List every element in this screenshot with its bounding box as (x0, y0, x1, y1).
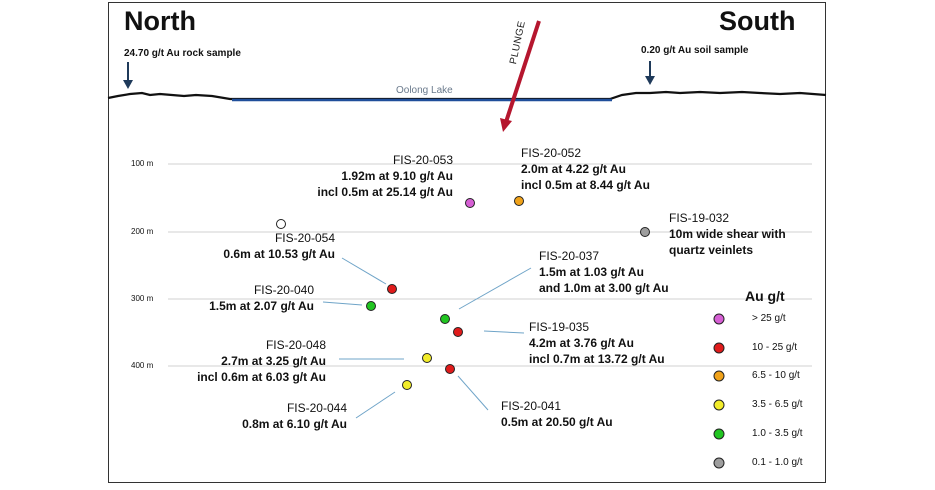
soil-sample-arrow (645, 61, 655, 85)
depth-label-200: 200 m (131, 227, 154, 236)
legend-title: Au g/t (745, 288, 785, 304)
label-fis-20-041: FIS-20-041 0.5m at 20.50 g/t Au (501, 398, 613, 430)
intercept-line: incl 0.7m at 13.72 g/t Au (529, 352, 665, 366)
marker-empty (276, 219, 286, 229)
leader-fis-20-054 (341, 257, 387, 285)
section-frame (108, 2, 826, 483)
legend-swatch-0.1-1.0 (713, 457, 725, 469)
intercept-line: 0.6m at 10.53 g/t Au (223, 247, 335, 261)
south-label: South (719, 6, 796, 36)
marker-fis-20-052 (514, 196, 524, 206)
hole-id: FIS-20-040 (253, 283, 314, 297)
leader-fis-20-037 (458, 267, 532, 310)
plunge-arrow (500, 20, 541, 132)
hole-id: FIS-20-044 (286, 401, 347, 415)
legend-label: 6.5 - 10 g/t (752, 370, 800, 381)
label-fis-19-032: FIS-19-032 10m wide shear with quartz ve… (669, 210, 786, 258)
leader-fis-19-035 (483, 330, 525, 334)
topography-line (107, 90, 827, 101)
marker-fis-20-044 (402, 380, 412, 390)
intercept-line: 0.5m at 20.50 g/t Au (501, 415, 613, 429)
hole-id: FIS-20-052 (521, 146, 582, 160)
label-fis-20-054: FIS-20-054 0.6m at 10.53 g/t Au (223, 230, 335, 262)
legend-swatch-10-25 (713, 342, 725, 354)
legend-label: 3.5 - 6.5 g/t (752, 399, 803, 410)
intercept-line: 2.0m at 4.22 g/t Au (521, 162, 626, 176)
hole-id: FIS-19-035 (529, 320, 590, 334)
intercept-line: 0.8m at 6.10 g/t Au (242, 417, 347, 431)
leader-fis-20-041 (457, 375, 489, 411)
hole-id: FIS-20-041 (501, 399, 562, 413)
north-label: North (124, 6, 196, 36)
intercept-line: 4.2m at 3.76 g/t Au (529, 336, 634, 350)
rock-sample-arrow (123, 62, 133, 89)
legend-swatch-1.0-3.5 (713, 428, 725, 440)
legend-label: 0.1 - 1.0 g/t (752, 457, 803, 468)
depth-label-400: 400 m (131, 361, 154, 370)
rock-sample-label: 24.70 g/t Au rock sample (124, 48, 241, 59)
legend-swatch-6.5-10 (713, 370, 725, 382)
legend-label: 1.0 - 3.5 g/t (752, 428, 803, 439)
marker-fis-19-032 (640, 227, 650, 237)
intercept-line: incl 0.5m at 25.14 g/t Au (317, 185, 453, 199)
intercept-line: and 1.0m at 3.00 g/t Au (539, 281, 669, 295)
marker-fis-20-048 (422, 353, 432, 363)
intercept-line: 10m wide shear with (669, 227, 786, 241)
intercept-line: 2.7m at 3.25 g/t Au (221, 354, 326, 368)
intercept-line: incl 0.6m at 6.03 g/t Au (197, 370, 326, 384)
legend-swatch-gt25 (713, 313, 725, 325)
hole-id: FIS-20-037 (539, 249, 600, 263)
label-fis-19-035: FIS-19-035 4.2m at 3.76 g/t Au incl 0.7m… (529, 319, 665, 367)
legend-swatch-3.5-6.5 (713, 399, 725, 411)
legend-label: > 25 g/t (752, 313, 786, 324)
intercept-line: 1.5m at 1.03 g/t Au (539, 265, 644, 279)
label-fis-20-048: FIS-20-048 2.7m at 3.25 g/t Au incl 0.6m… (197, 337, 326, 385)
intercept-line: incl 0.5m at 8.44 g/t Au (521, 178, 650, 192)
leader-fis-20-040 (322, 301, 363, 306)
label-fis-20-053: FIS-20-053 1.92m at 9.10 g/t Au incl 0.5… (317, 152, 453, 200)
label-fis-20-037: FIS-20-037 1.5m at 1.03 g/t Au and 1.0m … (539, 248, 669, 296)
marker-fis-19-035 (453, 327, 463, 337)
marker-fis-20-041 (445, 364, 455, 374)
hole-id: FIS-20-054 (274, 231, 335, 245)
marker-fis-20-053 (465, 198, 475, 208)
hole-id: FIS-20-048 (265, 338, 326, 352)
lake-label: Oolong Lake (396, 85, 453, 96)
hole-id: FIS-19-032 (669, 211, 730, 225)
label-fis-20-044: FIS-20-044 0.8m at 6.10 g/t Au (242, 400, 347, 432)
intercept-line: 1.5m at 2.07 g/t Au (209, 299, 314, 313)
soil-sample-label: 0.20 g/t Au soil sample (641, 45, 749, 56)
legend-label: 10 - 25 g/t (752, 342, 798, 353)
depth-label-100: 100 m (131, 159, 154, 168)
hole-id: FIS-20-053 (392, 153, 453, 167)
marker-fis-20-040 (366, 301, 376, 311)
marker-fis-20-037 (440, 314, 450, 324)
depth-label-300: 300 m (131, 294, 154, 303)
label-fis-20-052: FIS-20-052 2.0m at 4.22 g/t Au incl 0.5m… (521, 145, 650, 193)
intercept-line: 1.92m at 9.10 g/t Au (341, 169, 453, 183)
intercept-line: quartz veinlets (669, 243, 754, 257)
leader-fis-20-044 (355, 391, 396, 419)
label-fis-20-040: FIS-20-040 1.5m at 2.07 g/t Au (209, 282, 314, 314)
marker-fis-20-054 (387, 284, 397, 294)
